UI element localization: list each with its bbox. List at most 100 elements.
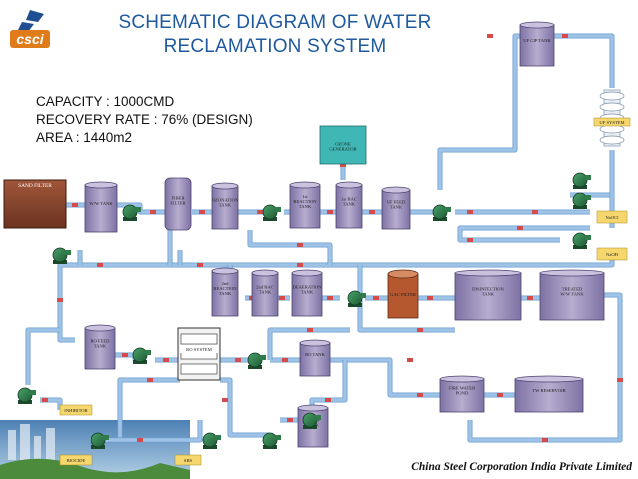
valve-marker: [527, 296, 533, 300]
sand-filter: SAND FILTER: [3, 179, 67, 229]
pump-icon: [262, 204, 281, 221]
valve-marker: [297, 263, 303, 267]
valve-marker: [297, 243, 303, 247]
valve-marker: [307, 328, 313, 332]
reaction-tank-2-top: [211, 267, 239, 275]
pump-icon: [90, 432, 109, 449]
diagram-title-line2: RECLAMATION SYSTEM: [163, 36, 387, 57]
bac-tank-2-label-line: TANK: [259, 290, 272, 295]
pump-outlet: [215, 435, 221, 440]
ro-system-vessel: [180, 363, 218, 375]
area-text: AREA : 1440m2: [36, 130, 133, 145]
pump-outlet: [103, 435, 109, 440]
sand-filter-body: [3, 179, 67, 229]
valve-marker: [327, 210, 333, 214]
pump-outlet: [585, 235, 591, 240]
valve-marker: [617, 378, 623, 382]
pump-outlet: [585, 175, 591, 180]
uf-system-module: [599, 91, 625, 101]
tw-reservoir-label: TW RESERVOIR: [532, 388, 566, 393]
ww-tank-top: [84, 181, 118, 189]
valve-marker: [373, 296, 379, 300]
pipe-segment: [248, 230, 332, 265]
valve-marker: [417, 393, 423, 397]
reaction-tank-1-top: [289, 181, 321, 189]
reaction-tank-1-label-line: TANK: [299, 204, 312, 209]
pump-casing: [262, 204, 278, 220]
uf-system: UF SYSTEM: [593, 89, 631, 147]
biocide-tag-label: BIOCIDE: [67, 458, 86, 463]
pump-outlet: [30, 390, 36, 395]
deaeration-tank-body: [291, 272, 323, 317]
pump-icon: [132, 347, 151, 364]
ozonation-tank-label-line: OZONATION: [212, 197, 239, 202]
gac-filter-label: GAC FILTER: [390, 292, 417, 297]
naoh-tag-label-line: NaOH: [606, 252, 619, 257]
reaction-tank-2-label-line: REACTION: [213, 286, 237, 291]
pipe-segment: [26, 328, 60, 385]
pump-casing: [572, 192, 588, 208]
ro-tank: RO TANK: [299, 339, 331, 377]
reaction-tank-2-body: [211, 270, 239, 317]
city-skyline-decoration: [0, 420, 190, 479]
pipe-segment: [468, 293, 622, 442]
pipe-edge: [457, 225, 590, 243]
pump-casing: [432, 204, 448, 220]
reaction-tank-2-label-line: TANK: [219, 291, 232, 296]
ro-system-label: RO SYSTEM: [186, 347, 212, 352]
valve-marker: [517, 226, 523, 230]
pump-icon: [572, 172, 591, 189]
valve-marker: [282, 358, 288, 362]
valve-marker: [417, 328, 423, 332]
valve-marker: [222, 398, 228, 402]
logo-text: csci: [16, 31, 44, 47]
uf-cip-tank-label: UF CIP TANK: [523, 38, 551, 43]
deaeration-tank-label-line: TANK: [301, 290, 314, 295]
fire-water-pond-body: [439, 378, 485, 413]
pump-casing: [122, 204, 138, 220]
valve-marker: [562, 34, 568, 38]
naocl-tag-body: [596, 210, 628, 224]
tw-reservoir-body: [514, 378, 584, 413]
pump-icon: [347, 290, 366, 307]
pipe-segment: [458, 226, 590, 242]
valve-marker: [287, 418, 293, 422]
valve-marker: [340, 163, 346, 167]
naoh-tag-body: [596, 247, 628, 261]
reaction-tank-1-label-line: 1st: [302, 194, 308, 199]
ozone-generator-label-line: GENERATOR: [329, 147, 357, 152]
ozonation-tank-label-line: TANK: [219, 203, 232, 208]
deaeration-tank-label-line: DEAERATION: [292, 284, 322, 289]
pump-casing: [247, 352, 263, 368]
valve-marker: [279, 296, 285, 300]
pump-casing: [132, 347, 148, 363]
pipe-segment: [90, 420, 202, 442]
uf-system-module: [599, 102, 625, 112]
pump-outlet: [275, 435, 281, 440]
pump-casing: [302, 412, 318, 428]
treated-tank-top: [539, 269, 605, 277]
fire-water-pond-label-line: POND: [456, 391, 469, 396]
sand-filter-label: SAND FILTER: [18, 183, 52, 189]
pump-casing: [347, 290, 363, 306]
pipe-segment: [220, 378, 270, 437]
pump-icon: [202, 432, 221, 449]
ww-tank-body: [84, 184, 118, 233]
treated-tank-label-line: TREATED: [562, 286, 583, 291]
pump-casing: [572, 172, 588, 188]
uf-cip-tank-top: [519, 21, 555, 29]
tw-reservoir-top: [514, 375, 584, 383]
ro-system-vessel: [180, 333, 218, 345]
sbs-tag: SBS: [174, 454, 202, 466]
